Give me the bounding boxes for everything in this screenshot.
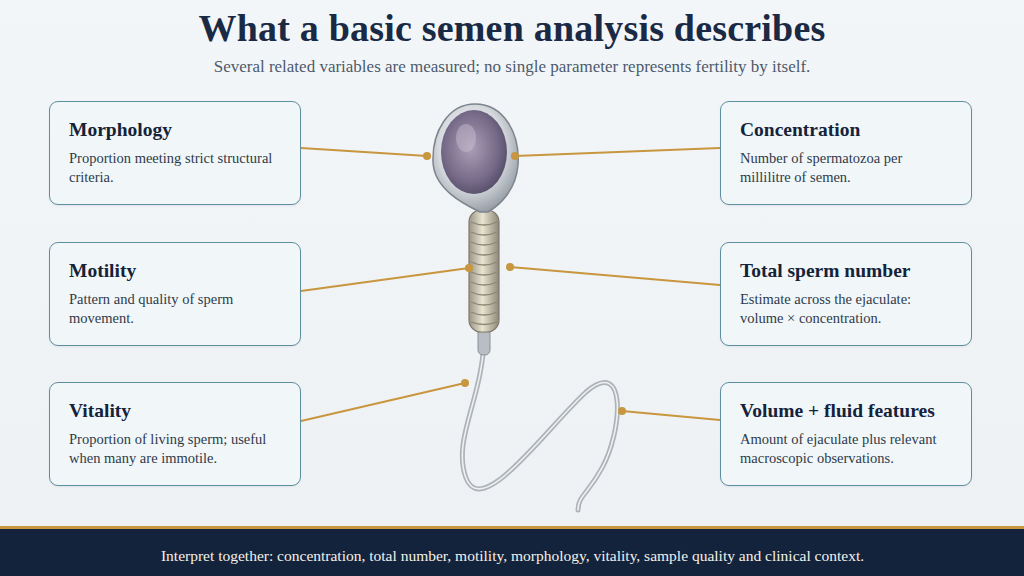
- summary-text: Interpret together: concentration, total…: [161, 547, 864, 565]
- box-heading: Motility: [69, 260, 282, 282]
- parameter-box: MotilityPattern and quality of sperm mov…: [49, 242, 301, 346]
- subtitle-note: Several related variables are measured; …: [0, 57, 1024, 77]
- summary-band: Interpret together: concentration, total…: [0, 526, 1024, 576]
- box-heading: Volume + fluid features: [740, 400, 953, 422]
- box-description: Proportion of living sperm; useful when …: [69, 430, 274, 468]
- box-heading: Total sperm number: [740, 260, 953, 282]
- box-description: Amount of ejaculate plus relevant macros…: [740, 430, 945, 468]
- box-description: Pattern and quality of sperm movement.: [69, 290, 274, 328]
- parameter-box: Total sperm numberEstimate across the ej…: [720, 242, 972, 346]
- box-description: Estimate across the ejaculate: volume × …: [740, 290, 945, 328]
- box-heading: Concentration: [740, 119, 953, 141]
- parameter-box: VitalityProportion of living sperm; usef…: [49, 382, 301, 486]
- parameter-box: MorphologyProportion meeting strict stru…: [49, 101, 301, 205]
- box-description: Number of spermatozoa per millilitre of …: [740, 149, 945, 187]
- parameter-box: Volume + fluid featuresAmount of ejacula…: [720, 382, 972, 486]
- box-heading: Morphology: [69, 119, 282, 141]
- diagram-title: What a basic semen analysis describes: [0, 6, 1024, 50]
- box-heading: Vitality: [69, 400, 282, 422]
- parameter-box: ConcentrationNumber of spermatozoa per m…: [720, 101, 972, 205]
- box-description: Proportion meeting strict structural cri…: [69, 149, 274, 187]
